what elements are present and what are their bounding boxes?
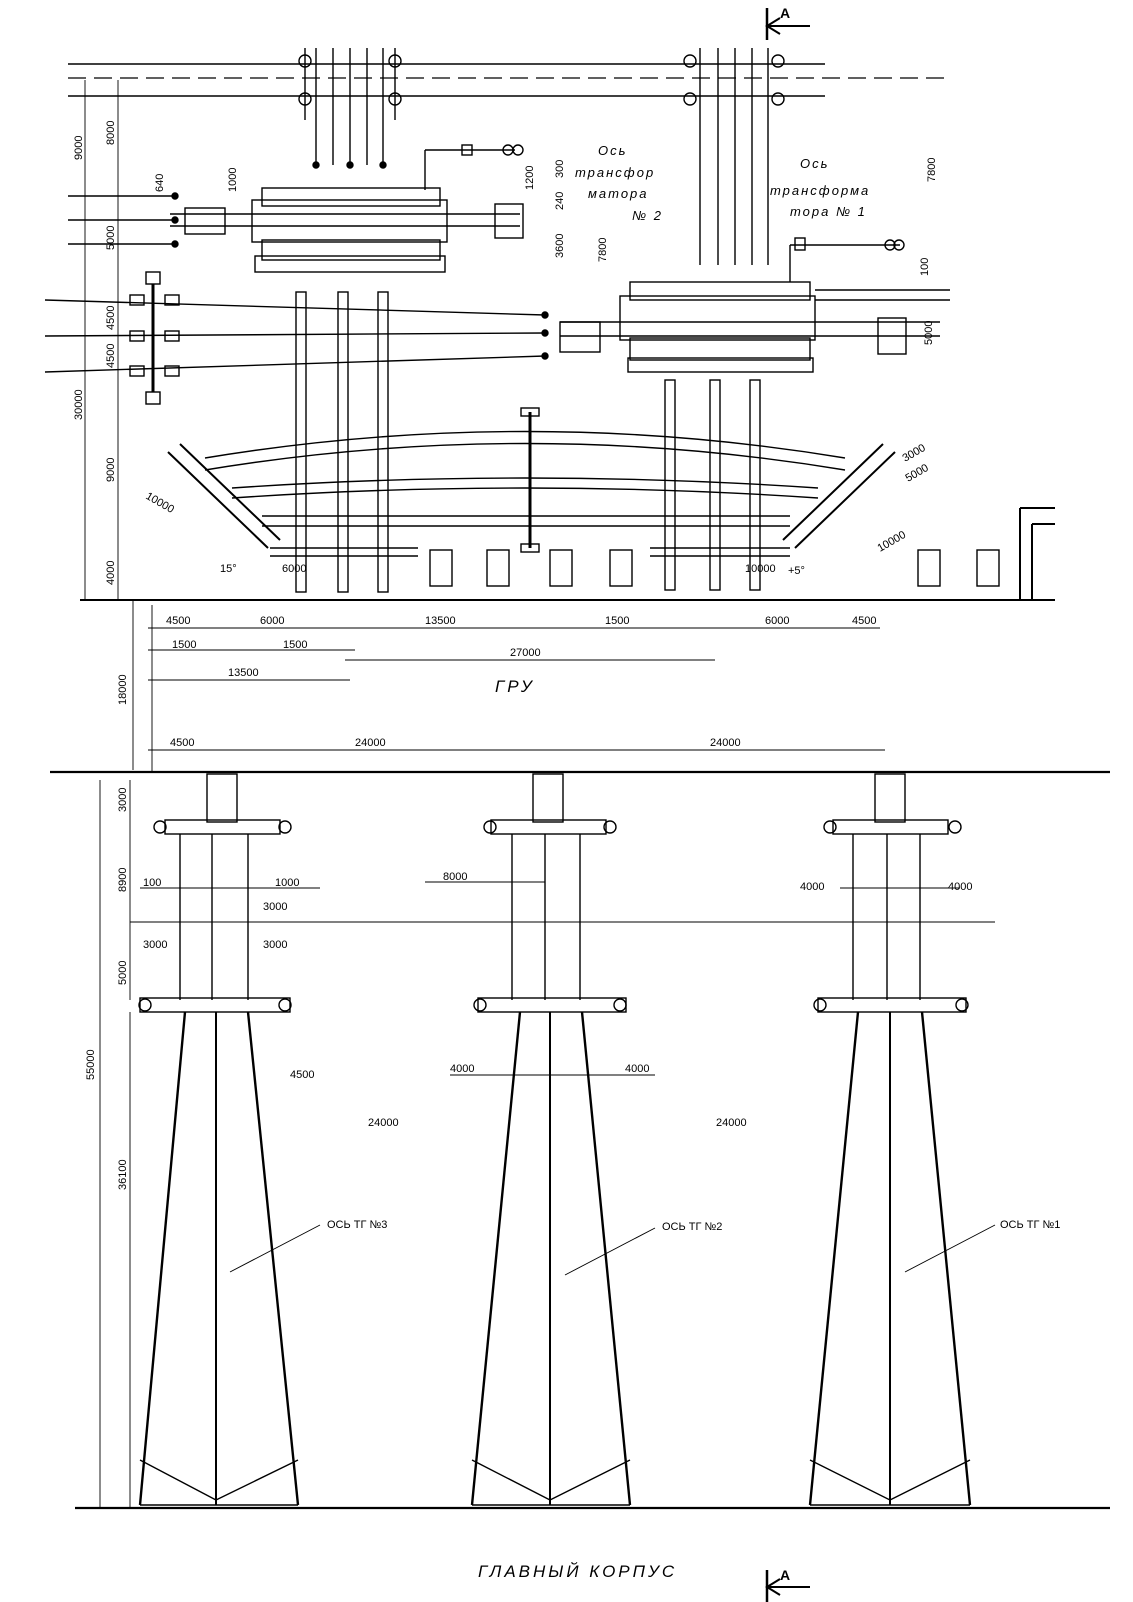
dim-h-gru-3: 24000 <box>710 737 741 749</box>
dim-lower-2: 1000 <box>275 877 299 889</box>
dim-angle-6: 5000 <box>904 462 931 485</box>
dim-v-left-11: 8900 <box>117 868 129 892</box>
dim-lower-3: 3000 <box>263 901 287 913</box>
dim-h-sum-2: 27000 <box>510 647 541 659</box>
tg2-label: ОСЬ ТГ №2 <box>662 1221 722 1233</box>
dim-lower-8: 4000 <box>948 881 972 893</box>
dim-v-left-2: 8000 <box>105 121 117 145</box>
transformer-2-label-line4: № 2 <box>632 208 663 223</box>
dim-t1-3: 5000 <box>923 321 935 345</box>
left-incoming-lines <box>44 192 549 405</box>
dim-angle-2: 6000 <box>282 563 306 575</box>
transformer-2-label-line2: трансфор <box>575 165 655 180</box>
dim-v-left-8: 4000 <box>105 561 117 585</box>
dim-t2-6: 3600 <box>554 234 566 258</box>
lower-structure-right <box>808 773 972 1506</box>
tg3-label: ОСЬ ТГ №3 <box>327 1219 387 1231</box>
dim-t2-7: 7800 <box>597 238 609 262</box>
dim-h-gru-1: 4500 <box>170 737 194 749</box>
dim-h-lower-3: 13500 <box>425 615 456 627</box>
dim-lower-6: 8000 <box>443 871 467 883</box>
dim-t1-2: 100 <box>919 258 931 276</box>
lower-structure-middle <box>470 773 632 1506</box>
dim-angle-5: 3000 <box>901 442 928 465</box>
dim-h-sub-2: 1500 <box>283 639 307 651</box>
upper-dim-lines <box>84 80 885 772</box>
dim-v-left-10: 3000 <box>117 788 129 812</box>
dim-lower-1: 100 <box>143 877 161 889</box>
dim-t2-5: 240 <box>554 192 566 210</box>
dim-angle-3: 10000 <box>745 563 776 575</box>
dim-h-lower-6: 4500 <box>852 615 876 627</box>
dim-t2-4: 300 <box>554 160 566 178</box>
section-mark-top <box>765 8 810 40</box>
dim-lower-9: 4500 <box>290 1069 314 1081</box>
dim-v-left-6: 30000 <box>73 389 85 420</box>
lower-reference-lines <box>99 780 996 1508</box>
dim-v-left-14: 36100 <box>117 1159 129 1190</box>
dim-v-left-1: 9000 <box>73 136 85 160</box>
transformer-2 <box>170 144 524 273</box>
dim-lower-10: 24000 <box>368 1117 399 1129</box>
dim-v-left-9: 18000 <box>117 674 129 705</box>
transformer-1-label-line3: тора № 1 <box>790 204 867 219</box>
dim-angle-7: 10000 <box>144 490 176 516</box>
transformer-1-label-line1: Ось <box>800 156 829 171</box>
transformer-1-drops <box>683 48 785 265</box>
dim-v-left-3: 5000 <box>105 226 117 250</box>
gru-label: ГРУ <box>495 677 535 696</box>
dim-t2-3: 1200 <box>524 166 536 190</box>
section-mark-bottom <box>765 1570 810 1602</box>
dim-h-lower-5: 6000 <box>765 615 789 627</box>
transformer-2-label-line1: Ось <box>598 143 627 158</box>
transformer-1-label-line2: трансформа <box>770 183 870 198</box>
transformer-1 <box>559 237 950 373</box>
upper-columns <box>295 291 761 593</box>
dim-angle-4: +5° <box>788 565 805 577</box>
dim-h-sub-1: 1500 <box>172 639 196 651</box>
main-building-label: ГЛАВНЫЙ КОРПУС <box>478 1561 677 1581</box>
section-mark-top-label: А <box>780 5 790 21</box>
dim-lower-5: 3000 <box>263 939 287 951</box>
dim-t1-1: 7800 <box>926 158 938 182</box>
dim-h-sum-1: 13500 <box>228 667 259 679</box>
dim-h-lower-1: 4500 <box>166 615 190 627</box>
dim-lower-13: 24000 <box>716 1117 747 1129</box>
dim-lower-4: 3000 <box>143 939 167 951</box>
dim-angle-1: 15° <box>220 563 237 575</box>
arch-busbars <box>167 407 896 557</box>
dim-angle-8: 10000 <box>876 529 908 555</box>
dim-t2-1: 640 <box>154 174 166 192</box>
dim-v-left-4: 4500 <box>105 306 117 330</box>
dim-h-lower-4: 1500 <box>605 615 629 627</box>
transformer-2-drops <box>298 48 402 165</box>
transformer-2-label-line3: матора <box>588 186 649 201</box>
dim-v-left-12: 5000 <box>117 961 129 985</box>
dim-v-left-5: 4500 <box>105 344 117 368</box>
dim-lower-7: 4000 <box>800 881 824 893</box>
dim-lower-11: 4000 <box>450 1063 474 1075</box>
lower-structure-left <box>138 773 300 1506</box>
dim-t2-2: 1000 <box>227 168 239 192</box>
gru-ground <box>80 507 1055 601</box>
top-busbars <box>68 63 950 97</box>
dim-lower-12: 4000 <box>625 1063 649 1075</box>
dim-v-left-13: 55000 <box>85 1049 97 1080</box>
tg1-label: ОСЬ ТГ №1 <box>1000 1219 1060 1231</box>
section-mark-bottom-label: А <box>780 1567 790 1583</box>
dim-v-left-7: 9000 <box>105 458 117 482</box>
dim-h-lower-2: 6000 <box>260 615 284 627</box>
dim-h-gru-2: 24000 <box>355 737 386 749</box>
